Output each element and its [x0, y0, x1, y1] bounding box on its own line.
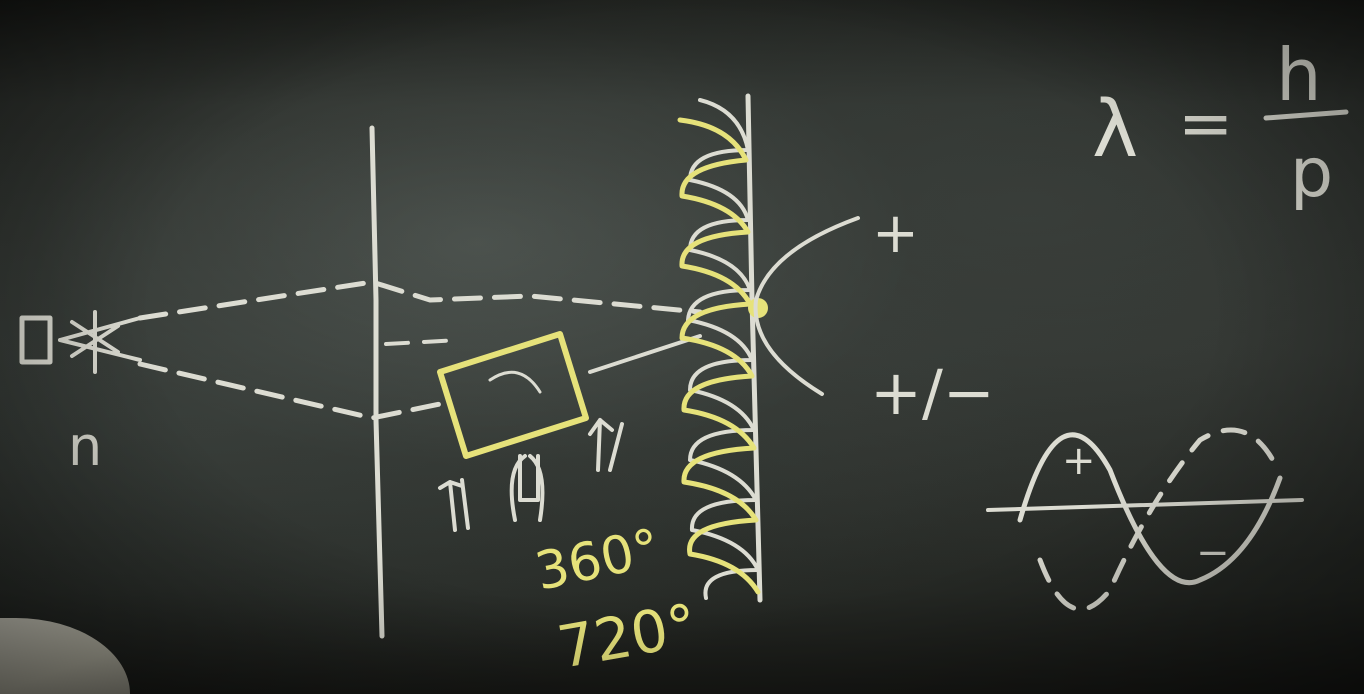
wave-plus-label: +	[1062, 438, 1096, 484]
spin-rotator-box	[440, 334, 586, 456]
interference-helix	[680, 96, 768, 600]
de-broglie-equation: λ = h p	[1092, 33, 1346, 213]
wave-diagram	[988, 430, 1302, 609]
interference-point	[748, 298, 768, 318]
wave-axis	[988, 500, 1302, 510]
denominator-p: p	[1290, 134, 1333, 213]
numerator-h: h	[1276, 33, 1322, 117]
interference-arc	[756, 218, 858, 394]
angle-label-720: 720°	[553, 591, 702, 682]
source-label: n	[68, 415, 102, 478]
angle-label-360: 360°	[530, 518, 665, 603]
sign-plus-minus: +/−	[870, 356, 995, 429]
equals-sign: =	[1178, 85, 1233, 162]
neutron-source	[22, 312, 140, 372]
sign-plus: +	[872, 201, 919, 266]
beam-paths	[140, 282, 700, 418]
wave-minus-label: −	[1196, 530, 1230, 576]
lambda-symbol: λ	[1092, 85, 1138, 175]
vertical-line	[372, 128, 382, 636]
